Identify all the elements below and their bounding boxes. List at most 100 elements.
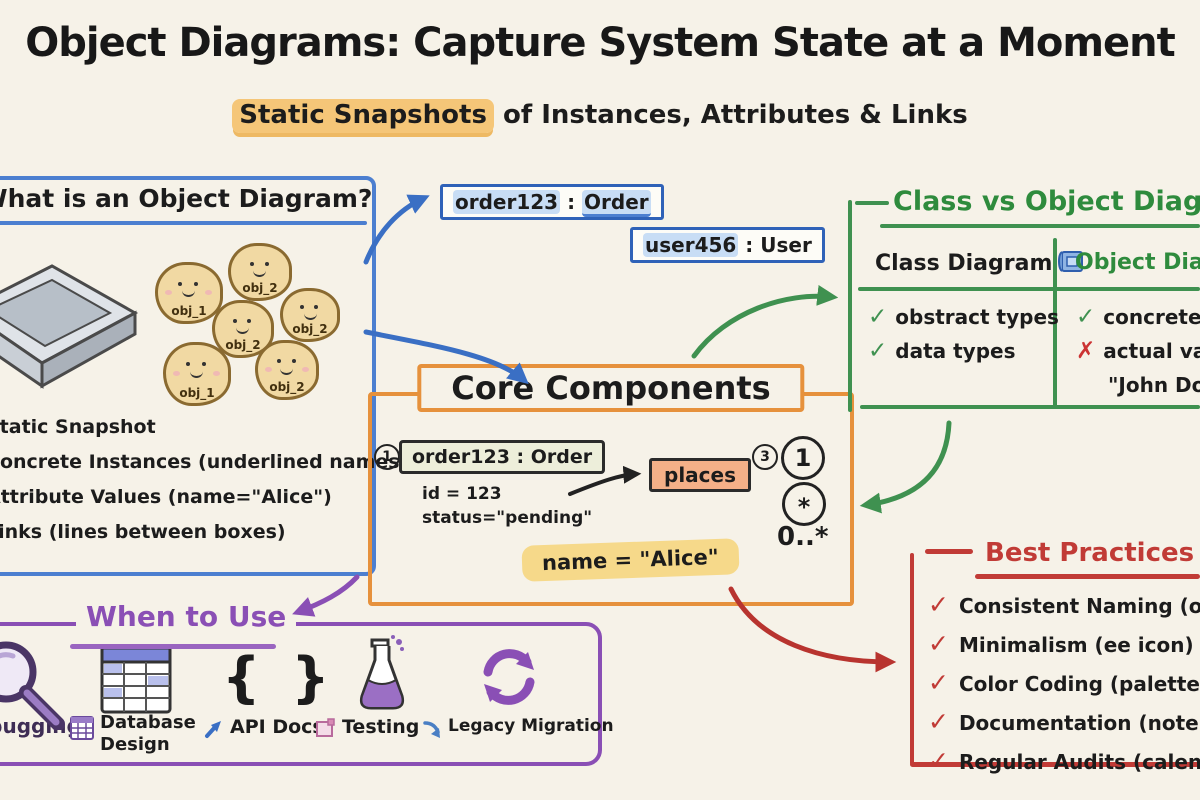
badge-number: 1 — [382, 449, 392, 465]
object-diagram-rows: ✓ concrete instances ✗ actual values "John… — [1076, 300, 1200, 402]
cookie-object: obj_2 — [228, 243, 292, 301]
arrow-to-when-to-use — [292, 574, 360, 617]
column-header-object: Object Diagram — [1075, 250, 1200, 275]
cookie-cheek — [213, 370, 221, 376]
flask-icon — [359, 635, 405, 710]
curved-arrow-icon — [423, 721, 440, 738]
best-panel-bottom-border — [910, 762, 1200, 767]
what-is-heading: What is an Object Diagram? — [0, 184, 373, 213]
cookie-cheek — [302, 366, 310, 372]
cookie-smile — [236, 324, 250, 334]
cookie-eye — [300, 305, 305, 310]
check-icon: ✓ — [868, 304, 888, 330]
cookie-cheek — [165, 289, 173, 295]
cookie-label: obj_1 — [171, 304, 207, 318]
cookie-eye — [177, 281, 182, 286]
cookie-smile — [253, 267, 267, 277]
curly-braces-icon: { } — [222, 646, 336, 709]
cookie-eye — [201, 362, 206, 367]
cookie-eye — [185, 362, 190, 367]
what-is-heading-underline — [0, 221, 367, 225]
instance-box-order: order123 : Order — [440, 184, 664, 220]
when-to-use-panel — [0, 622, 602, 766]
core-components-panel: Core Components 1 order123 : Order id = … — [368, 364, 854, 606]
compare-row-label: concrete instances — [1103, 305, 1200, 329]
multiplicity-range: 0..* — [777, 522, 829, 552]
baking-tray-icon — [0, 264, 139, 389]
check-icon: ✓ — [928, 746, 949, 775]
check-icon: ✓ — [868, 338, 888, 364]
cookie-eye — [264, 261, 269, 266]
compare-table-header-line — [858, 287, 1200, 291]
compare-table-bottom-line — [860, 405, 1200, 409]
check-icon: ✓ — [1076, 304, 1096, 330]
compare-row-label: actual values — [1103, 339, 1200, 363]
compare-table-left-border — [848, 200, 852, 412]
best-heading-dash — [925, 549, 973, 554]
instance-type: Order — [582, 190, 651, 217]
best-panel-left-border — [910, 553, 914, 765]
blueprint-icon — [1058, 251, 1084, 272]
use-case-debugging: Debugging — [0, 714, 81, 738]
instance-box-user: user456 : User — [630, 227, 825, 263]
cookie-object: obj_2 — [280, 288, 340, 342]
bullet-item: Links (lines between boxes) — [0, 521, 286, 543]
check-icon: ✓ — [928, 590, 949, 619]
compare-heading-dash — [855, 201, 889, 205]
best-practices-heading: Best Practices — [985, 538, 1195, 568]
best-practice-item: ✓Consistent Naming (obj_ — [928, 586, 1200, 625]
attribute-note-highlight: name = "Alice" — [521, 538, 740, 582]
cookie-object: obj_1 — [155, 262, 223, 324]
core-object-chip: order123 : Order — [399, 440, 606, 474]
compare-heading-underline — [880, 224, 1200, 228]
best-practice-item: ✓Minimalism (ee icon) — [928, 625, 1200, 664]
cookie-smile — [181, 287, 195, 298]
best-practice-label: Documentation (note icon) — [958, 711, 1200, 735]
best-practice-label: Minimalism (ee icon) — [958, 633, 1194, 657]
compare-row: ✓ concrete instances — [1076, 300, 1200, 334]
magnifier-icon — [0, 641, 65, 730]
instance-separator: : — [560, 190, 583, 214]
cookie-smile — [280, 365, 294, 375]
cookie-cheek — [173, 370, 181, 376]
when-heading-underline — [70, 644, 276, 649]
core-attributes: id = 123 status="pending" — [422, 482, 592, 530]
compare-row-label: data types — [895, 339, 1016, 363]
compare-row-label: "John Doe" — [1108, 373, 1200, 397]
cookie-label: obj_2 — [292, 322, 328, 336]
subtitle-highlight: Static Snapshots — [232, 99, 494, 133]
column-header-class: Class Diagram — [875, 250, 1084, 276]
check-icon: ✓ — [928, 707, 949, 736]
database-table-icon — [100, 646, 172, 714]
instance-name: order123 — [453, 190, 561, 214]
cross-icon: ✗ — [1076, 338, 1096, 364]
compare-heading: Class vs Object Diagram — [893, 186, 1200, 217]
compare-row: ✓ obstract types — [868, 300, 1059, 334]
page-title: Object Diagrams: Capture System State at… — [25, 20, 1176, 66]
what-is-bullets: Static Snapshot Concrete Instances (unde… — [0, 410, 408, 550]
cookie-label: obj_1 — [179, 386, 215, 400]
compare-row-label: obstract types — [895, 305, 1059, 329]
use-case-testing: Testing — [342, 716, 420, 738]
bullet-item: Attribute Values (name="Alice") — [0, 486, 332, 508]
numbered-badge-1: 1 — [374, 444, 400, 470]
arrow-compare-to-core — [859, 420, 952, 514]
best-heading-underline — [975, 574, 1200, 579]
column-header-label: Class Diagram — [875, 251, 1053, 276]
numbered-badge-3: 3 — [752, 444, 778, 470]
multiplicity-value: * — [797, 493, 811, 521]
best-practice-item: ✓Color Coding (palette) — [928, 664, 1200, 703]
link-label-chip: places — [649, 458, 751, 492]
core-components-heading: Core Components — [417, 364, 805, 412]
instance-type: User — [760, 233, 812, 257]
cookie-eye — [249, 261, 254, 266]
multiplicity-one-circle: 1 — [781, 436, 825, 480]
use-case-database-design: Database Design — [100, 712, 196, 755]
compare-row: ✓ data types — [868, 334, 1059, 368]
use-case-api-docs: API Docs — [230, 716, 324, 738]
refresh-arrows-icon — [483, 649, 535, 705]
cookie-eye — [276, 359, 281, 364]
best-practice-label: Regular Audits (calendar) — [958, 750, 1200, 774]
cookie-object: obj_1 — [163, 342, 231, 406]
